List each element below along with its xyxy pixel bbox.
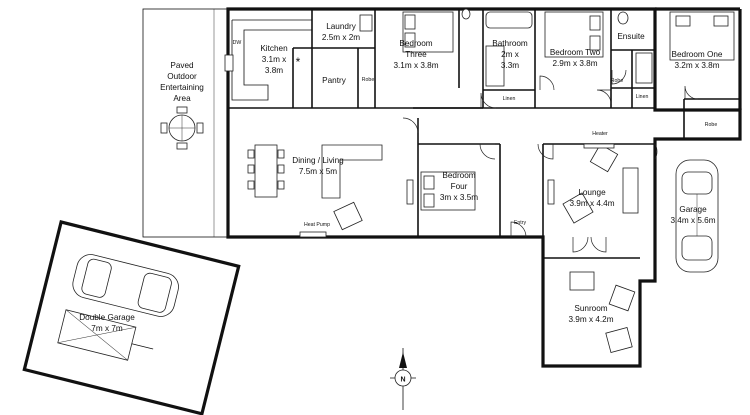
outdoor-table [160, 106, 204, 150]
bed3-name-1: Bedroom [399, 39, 432, 48]
room-labels: Kitchen 3.1m x 3.8m * Laundry 2.5m x 2m … [79, 22, 723, 333]
entry-label: Entry [514, 220, 527, 226]
small-labels: DW Robe Linen Robe Linen Robe Heater Hea… [233, 40, 718, 228]
interior-walls [224, 9, 740, 259]
lounge-furniture [547, 143, 639, 353]
ensuite-name: Ensuite [617, 32, 645, 41]
doors [402, 69, 699, 253]
sunroom-dim: 3.9m x 4.2m [568, 315, 613, 324]
bed4-name-2: Four [451, 182, 468, 191]
dining-furniture [247, 144, 414, 238]
robe-label-bed2: Robe [611, 78, 624, 84]
bathroom-dim-1: 2m x [501, 50, 519, 59]
outdoor-label-3: Entertaining [160, 83, 204, 92]
dining-dim: 7.5m x 5m [299, 167, 337, 176]
heater-label: Heater [592, 131, 608, 137]
kitchen-dim-2: 3.8m [265, 66, 283, 75]
bed1-dim: 3.2m x 3.8m [674, 61, 719, 70]
robe-label-bed1: Robe [705, 122, 718, 128]
bed2-name: Bedroom Two [550, 48, 601, 57]
beds [402, 11, 735, 211]
bed4-dim: 3m x 3.5m [440, 193, 478, 202]
outdoor-area: Paved Outdoor Entertaining Area [142, 8, 229, 238]
garage-name: Garage [679, 205, 707, 214]
compass-letter: N [400, 377, 405, 384]
bed1-name: Bedroom One [672, 50, 723, 59]
house-outline [226, 7, 742, 368]
bed2-dim: 2.9m x 3.8m [552, 59, 597, 68]
bed3-name-2: Three [405, 50, 427, 59]
sunroom-name: Sunroom [574, 304, 607, 313]
linen-label-bath: Linen [503, 96, 516, 102]
kitchen-name: Kitchen [260, 44, 288, 53]
compass-icon: N [390, 348, 416, 410]
kitchen-dim-1: 3.1m x [262, 55, 287, 64]
garage-dim: 3.4m x 5.6m [670, 216, 715, 225]
lounge-name: Lounge [578, 188, 606, 197]
bath-fixtures [359, 8, 653, 87]
double-garage-name: Double Garage [79, 313, 135, 322]
bed4-name-1: Bedroom [442, 171, 475, 180]
outdoor-label-1: Paved [170, 61, 194, 70]
pantry-name: Pantry [322, 76, 347, 85]
robe-label-bed3: Robe [362, 77, 375, 83]
laundry-name: Laundry [326, 22, 356, 31]
bathroom-name: Bathroom [492, 39, 528, 48]
linen-label-ensuite: Linen [636, 94, 649, 100]
double-garage [22, 220, 241, 415]
bathroom-dim-2: 3.3m [501, 61, 519, 70]
lounge-dim: 3.9m x 4.4m [569, 199, 614, 208]
star-icon: * [296, 55, 301, 69]
garage-car [675, 159, 719, 273]
dining-name: Dining / Living [292, 156, 344, 165]
outdoor-label-4: Area [173, 94, 191, 103]
bed3-dim: 3.1m x 3.8m [393, 61, 438, 70]
double-garage-dim: 7m x 7m [91, 324, 123, 333]
laundry-dim: 2.5m x 2m [322, 33, 360, 42]
heat-pump-label: Heat Pump [304, 222, 330, 228]
dw-label: DW [233, 40, 242, 46]
outdoor-label-2: Outdoor [167, 72, 197, 81]
